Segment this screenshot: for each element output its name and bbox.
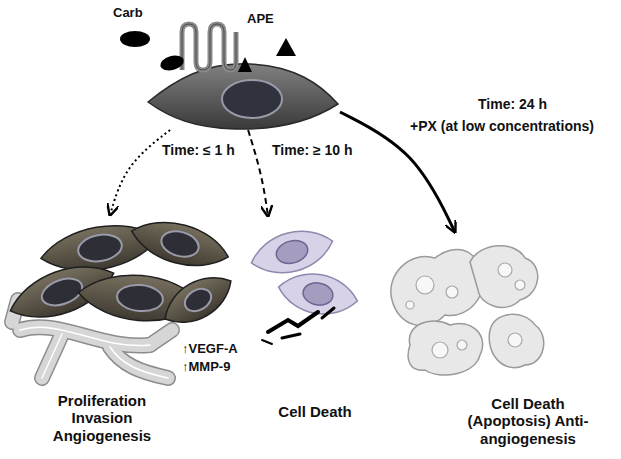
ligand-label: APE xyxy=(247,12,274,27)
blood-vessel xyxy=(110,347,168,378)
ligand-symbol xyxy=(120,31,150,47)
proliferating-cell xyxy=(116,283,164,313)
apoptotic-fragment xyxy=(416,276,434,294)
marker-label: ↑VEGF-A xyxy=(182,342,238,357)
blood-vessel xyxy=(20,327,150,345)
proliferating-cell xyxy=(159,227,202,260)
apoptotic-fragment xyxy=(489,314,543,367)
apoptotic-fragment xyxy=(498,263,512,277)
dying-cell xyxy=(301,281,334,308)
vessel-fragment xyxy=(282,334,300,338)
blood-vessel xyxy=(150,330,172,345)
outcome-group: Cell Death (Apoptosis) Anti-angiogenesis xyxy=(385,232,615,452)
proliferating-cell xyxy=(181,284,215,315)
proliferating-cell xyxy=(3,212,240,334)
dying-cell xyxy=(246,222,360,320)
apoptotic-fragment xyxy=(408,321,483,375)
outcome-caption: Cell Death (Apoptosis) Anti-angiogenesis xyxy=(448,395,608,447)
apoptotic-fragment xyxy=(406,263,525,358)
receptor-symbol xyxy=(182,24,236,70)
blood-vessel xyxy=(110,347,168,378)
apoptotic-fragment xyxy=(432,342,448,358)
apoptotic-fragment xyxy=(457,340,467,350)
blood-vessel xyxy=(42,334,62,378)
proliferating-cell xyxy=(156,265,240,334)
top-cell xyxy=(222,80,282,118)
ligand-symbol xyxy=(120,31,296,73)
blood-vessel xyxy=(20,327,150,345)
top-cell xyxy=(148,64,338,129)
ligand-symbol xyxy=(159,53,186,73)
apoptotic-fragment xyxy=(508,333,522,347)
dying-cell xyxy=(274,237,311,267)
proliferating-cell xyxy=(127,212,234,276)
edge-label: Time: 24 h xyxy=(478,96,547,112)
receptor-symbol xyxy=(182,24,236,70)
ligand-label: Carb xyxy=(113,6,143,21)
vessel-fragment xyxy=(262,340,272,344)
process-arrow xyxy=(248,130,268,216)
apoptotic-fragment xyxy=(391,250,483,326)
blood-vessel xyxy=(150,330,172,345)
blood-vessel xyxy=(42,334,62,378)
proliferating-cell xyxy=(127,212,234,276)
apoptotic-fragment xyxy=(446,286,458,298)
stimulated-cell: Carb APE xyxy=(105,4,340,130)
marker-label: ↑MMP-9 xyxy=(182,360,230,375)
outcome-group: Proliferation Invasion Angiogenesis xyxy=(0,215,245,450)
vessel-fragment xyxy=(268,312,318,332)
condition-note: +PX (at low concentrations) xyxy=(410,118,594,134)
ligand-symbol xyxy=(276,38,296,56)
apoptotic-fragment xyxy=(391,246,544,375)
apoptotic-fragment xyxy=(515,280,525,290)
proliferating-cell xyxy=(76,231,124,264)
outcome-caption: Cell Death xyxy=(255,403,375,420)
apoptotic-fragment xyxy=(470,246,538,308)
outcome-group: Cell Death xyxy=(252,216,380,430)
dying-cell xyxy=(246,222,337,281)
blood-vessel xyxy=(20,327,168,378)
apoptotic-fragment xyxy=(406,301,414,309)
edge-label: Time: ≤ 1 h xyxy=(162,142,235,158)
blood-vessel xyxy=(20,327,150,345)
receptor-symbol xyxy=(182,24,236,70)
vessel-fragment xyxy=(322,308,334,318)
outcome-caption: Proliferation Invasion Angiogenesis xyxy=(37,392,167,444)
vessel-fragment xyxy=(262,308,334,344)
proliferating-cell xyxy=(156,265,240,334)
process-arrow xyxy=(110,130,170,215)
dying-cell xyxy=(246,222,337,281)
ligand-symbol xyxy=(238,57,252,72)
top-cell xyxy=(148,64,338,129)
blood-vessel xyxy=(42,334,62,378)
edge-label: Time: ≥ 10 h xyxy=(272,142,353,158)
